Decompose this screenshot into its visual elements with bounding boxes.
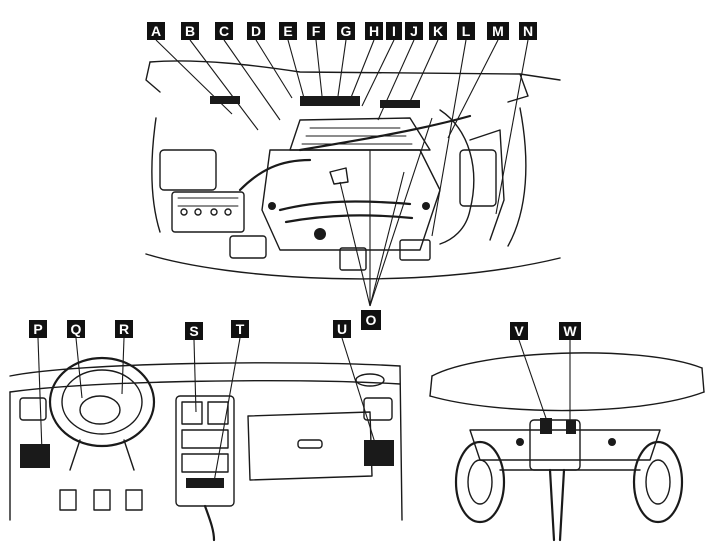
callout-J: J xyxy=(405,22,423,40)
callout-H: H xyxy=(365,22,383,40)
svg-text:M: M xyxy=(492,23,504,39)
svg-text:W: W xyxy=(563,323,577,339)
svg-text:D: D xyxy=(251,23,261,39)
callout-M: M xyxy=(487,22,509,40)
dashboard-illustration xyxy=(9,356,403,542)
svg-text:N: N xyxy=(523,23,533,39)
callout-A: A xyxy=(147,22,165,40)
svg-text:T: T xyxy=(236,321,245,337)
callout-E: E xyxy=(279,22,297,40)
callout-R: R xyxy=(115,320,133,338)
svg-text:J: J xyxy=(410,23,418,39)
svg-text:H: H xyxy=(369,23,379,39)
svg-text:K: K xyxy=(433,23,443,39)
callout-B: B xyxy=(181,22,199,40)
underbody-leader-lines xyxy=(518,339,571,425)
callout-V: V xyxy=(510,322,528,340)
callout-O: O xyxy=(361,310,381,330)
svg-text:Q: Q xyxy=(71,321,82,337)
svg-text:S: S xyxy=(189,323,198,339)
callout-G: G xyxy=(337,22,355,40)
callout-L: L xyxy=(457,22,475,40)
svg-text:E: E xyxy=(283,23,292,39)
underbody-illustration xyxy=(429,352,705,542)
svg-text:L: L xyxy=(462,23,471,39)
svg-text:V: V xyxy=(514,323,524,339)
svg-text:U: U xyxy=(337,321,347,337)
callout-W: W xyxy=(559,322,581,340)
svg-text:B: B xyxy=(185,23,195,39)
callout-I: I xyxy=(386,22,402,40)
svg-text:C: C xyxy=(219,23,229,39)
svg-text:I: I xyxy=(392,23,396,39)
dashboard-leader-lines xyxy=(37,337,377,483)
callout-K: K xyxy=(429,22,447,40)
engine-leader-lines xyxy=(155,39,529,307)
callout-F: F xyxy=(307,22,325,40)
callout-D: D xyxy=(247,22,265,40)
svg-text:O: O xyxy=(366,312,377,328)
svg-text:F: F xyxy=(312,23,321,39)
callout-P: P xyxy=(29,320,47,338)
callout-S: S xyxy=(185,322,203,340)
svg-text:P: P xyxy=(33,321,42,337)
callout-C: C xyxy=(215,22,233,40)
svg-text:A: A xyxy=(151,23,161,39)
callout-T: T xyxy=(231,320,249,338)
callout-Q: Q xyxy=(67,320,85,338)
svg-text:R: R xyxy=(119,321,129,337)
callout-N: N xyxy=(519,22,537,40)
svg-text:G: G xyxy=(341,23,352,39)
engine-bay-illustration xyxy=(145,60,561,280)
callout-U: U xyxy=(333,320,351,338)
